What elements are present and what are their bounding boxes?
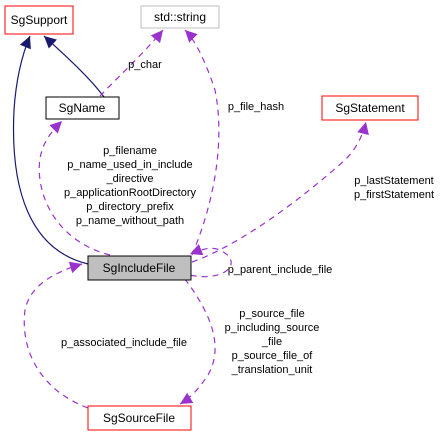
usage-edge-sgincludefile-sgname	[38, 120, 111, 256]
node-std-string-label: std::string	[154, 10, 206, 24]
edge-label-p-name-without-path: p_name_without_path	[76, 215, 184, 227]
usage-edge-sgname-stdstring	[99, 29, 164, 97]
edge-label-p-filename: p_filename	[103, 145, 157, 157]
edge-label-p-file-hash: p_file_hash	[228, 101, 284, 113]
edge-label-p-application-root-directory: p_applicationRootDirectory	[64, 187, 197, 199]
edge-label-directive: _directive	[105, 173, 153, 185]
edge-label-p-last-statement: p_lastStatement	[354, 175, 434, 187]
usage-edge-sgincludefile-sgstatement	[191, 121, 369, 263]
usage-edge-sgincludefile-stdstring	[184, 29, 220, 256]
edge-label-translation-unit: _translation_unit	[231, 364, 313, 376]
node-sgincludefile[interactable]: SgIncludeFile	[87, 255, 192, 281]
node-std-string[interactable]: std::string	[140, 5, 220, 29]
inheritance-edge-sgincludefile-sgsupport	[12, 35, 89, 265]
edge-label-p-char: p_char	[128, 59, 162, 71]
node-sgstatement-label: SgStatement	[335, 101, 405, 115]
edge-label-p-source-file: p_source_file	[239, 308, 304, 320]
edge-label-p-name-used-in-include: p_name_used_in_include	[67, 159, 192, 171]
node-sgname-label: SgName	[59, 101, 106, 115]
node-sgsourcefile-label: SgSourceFile	[103, 411, 175, 425]
edge-label-p-associated-include-file: p_associated_include_file	[61, 337, 187, 349]
node-sgincludefile-label: SgIncludeFile	[103, 261, 176, 275]
node-sgsupport[interactable]: SgSupport	[4, 5, 74, 35]
node-sgsupport-label: SgSupport	[11, 13, 68, 27]
node-sgstatement[interactable]: SgStatement	[321, 95, 419, 121]
usage-edge-sgincludefile-self	[169, 243, 232, 278]
usage-edge-sgincludefile-sgsourcefile	[177, 269, 216, 405]
edge-label-p-first-statement: p_firstStatement	[354, 189, 434, 201]
inheritance-edge-sgname-sgsupport	[43, 35, 105, 98]
edge-label-file: _file	[261, 336, 282, 348]
node-sgname[interactable]: SgName	[45, 96, 120, 120]
edge-label-p-parent-include-file: p_parent_include_file	[228, 264, 333, 276]
edge-label-p-directory-prefix: p_directory_prefix	[86, 201, 174, 213]
usage-edge-sgsourcefile-sgincludefile	[23, 261, 89, 409]
node-sgsourcefile[interactable]: SgSourceFile	[87, 405, 192, 431]
edge-label-p-source-file-of: p_source_file_of	[232, 350, 314, 362]
edge-label-p-including-source: p_including_source	[225, 322, 320, 334]
